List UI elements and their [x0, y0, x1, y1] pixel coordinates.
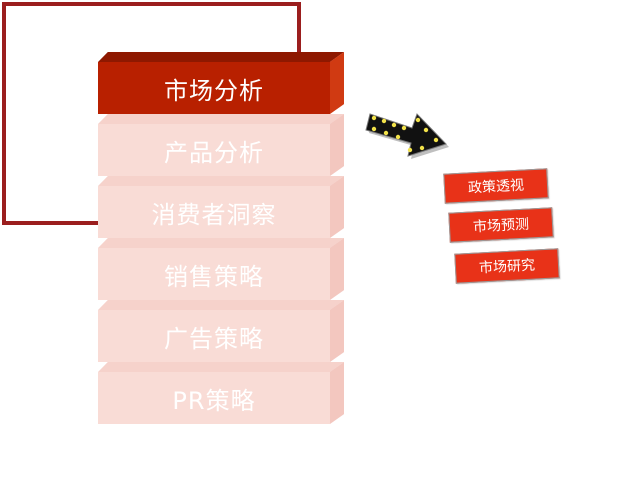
stack-item-market-analysis[interactable]: 市场分析 — [98, 52, 344, 114]
dotted-arrow-icon — [365, 113, 449, 159]
block-top-face — [98, 52, 344, 62]
stack-item-consumer-insight[interactable]: 消费者洞察 — [98, 176, 344, 238]
stack-item-ad-strategy[interactable]: 广告策略 — [98, 300, 344, 362]
stack-item-label: PR策略 — [98, 372, 330, 424]
analysis-stack: 市场分析 产品分析 消费者洞察 销售策略 广告策略 PR策略 — [98, 52, 344, 432]
block-side-face — [330, 114, 344, 176]
tag-label: 市场研究 — [478, 257, 536, 277]
stack-item-pr-strategy[interactable]: PR策略 — [98, 362, 344, 424]
tag-market-forecast[interactable]: 市场预测 — [448, 207, 554, 243]
block-top-face — [98, 176, 344, 186]
block-side-face — [330, 52, 344, 114]
tag-market-research[interactable]: 市场研究 — [454, 248, 560, 284]
block-top-face — [98, 300, 344, 310]
block-top-face — [98, 114, 344, 124]
tag-label: 政策透视 — [467, 177, 525, 197]
block-top-face — [98, 238, 344, 248]
block-side-face — [330, 362, 344, 424]
block-top-face — [98, 362, 344, 372]
block-side-face — [330, 176, 344, 238]
block-side-face — [330, 238, 344, 300]
stack-item-label: 消费者洞察 — [98, 186, 330, 238]
stack-item-product-analysis[interactable]: 产品分析 — [98, 114, 344, 176]
stack-item-sales-strategy[interactable]: 销售策略 — [98, 238, 344, 300]
stack-item-label: 销售策略 — [98, 248, 330, 300]
stack-item-label: 产品分析 — [98, 124, 330, 176]
stack-item-label: 市场分析 — [98, 62, 330, 114]
block-side-face — [330, 300, 344, 362]
tag-label: 市场预测 — [472, 216, 530, 236]
tag-policy-perspective[interactable]: 政策透视 — [443, 168, 549, 204]
stack-item-label: 广告策略 — [98, 310, 330, 362]
